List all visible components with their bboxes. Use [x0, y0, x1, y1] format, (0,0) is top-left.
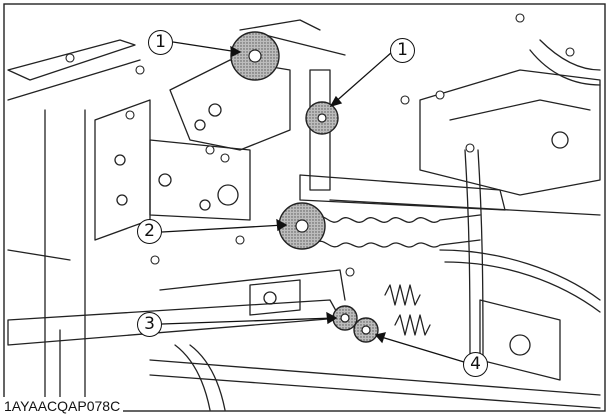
callout-1-right: 1 [390, 38, 415, 63]
callout-1-left: 1 [148, 30, 173, 55]
callout-4: 4 [463, 352, 488, 377]
callout-2: 2 [137, 219, 162, 244]
callout-3: 3 [137, 312, 162, 337]
figure-code: 1AYAACQAP078C [2, 397, 124, 414]
